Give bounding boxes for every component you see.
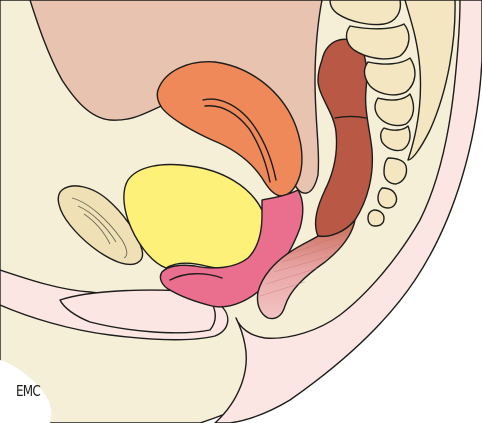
emc-logo-text: EMC: [16, 382, 40, 400]
